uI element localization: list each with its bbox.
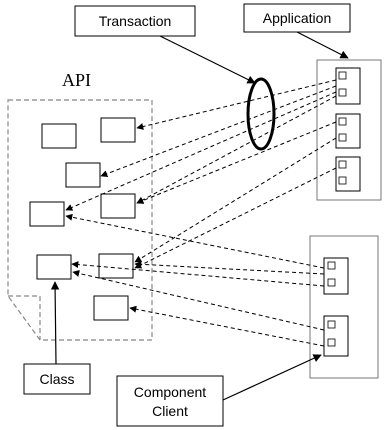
application-label-box — [243, 3, 351, 33]
api-class-box — [41, 123, 77, 149]
class-label: Class — [39, 371, 74, 387]
dependency-arrows-application — [65, 79, 337, 269]
api-class-box — [93, 295, 129, 321]
api-class-box — [65, 162, 101, 188]
api-label: API — [62, 70, 91, 90]
api-class-box — [100, 117, 136, 143]
api-class-box — [98, 253, 134, 279]
api-class-box — [100, 193, 136, 219]
dependency-arrows-client — [65, 213, 325, 347]
api-folded-corner — [8, 295, 41, 340]
client-container — [309, 235, 379, 379]
transaction-label-box — [74, 5, 196, 37]
class-pointer — [50, 281, 60, 365]
component-client-label-box — [116, 375, 224, 427]
class-label-box — [23, 363, 91, 395]
component-client-pointer — [222, 354, 322, 401]
api-class-box — [29, 201, 65, 227]
transaction-ellipse — [246, 77, 276, 151]
application-pointer — [296, 31, 349, 59]
component-client-label-line1: Component — [134, 384, 206, 400]
api-class-box — [36, 254, 72, 280]
component-glyphs — [327, 71, 347, 347]
application-label: Application — [263, 10, 332, 26]
transaction-pointer — [159, 35, 256, 84]
transaction-label: Transaction — [99, 13, 172, 29]
component-client-label-line2: Client — [152, 403, 188, 419]
api-container — [7, 99, 153, 341]
